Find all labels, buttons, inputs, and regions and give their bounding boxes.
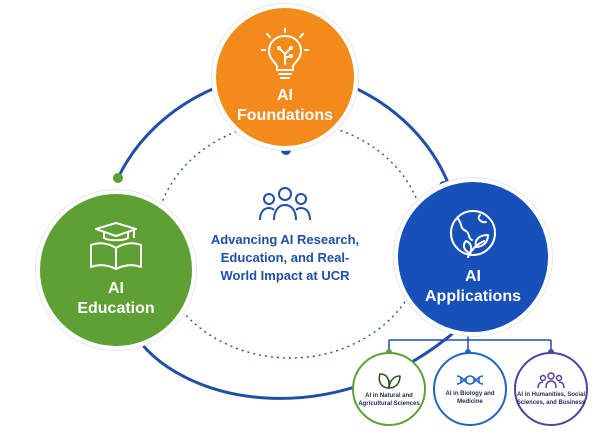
dna-icon xyxy=(456,375,484,385)
center-mission: Advancing AI Research, Education, and Re… xyxy=(205,186,365,285)
node-ai-foundations: AI Foundations xyxy=(212,4,358,150)
node-label-line2: Applications xyxy=(424,288,521,305)
people-group-icon xyxy=(259,187,311,221)
subnode-biology-medicine: AI in Biology and Medicine xyxy=(433,352,507,426)
node-label-line1: AI xyxy=(108,280,124,297)
people-group-icon xyxy=(537,372,565,389)
junction-dot xyxy=(113,173,123,183)
globe-leaf-icon xyxy=(450,210,496,258)
outer-ring-arc-bottom xyxy=(130,318,470,400)
lightbulb-circuit-icon xyxy=(261,28,309,79)
node-label-line1: AI xyxy=(465,268,481,285)
leaf-icon xyxy=(378,373,401,389)
center-title: Advancing AI Research, Education, and Re… xyxy=(210,232,360,283)
node-label-line2: Foundations xyxy=(237,107,333,124)
outer-ring-arc-top-left xyxy=(116,86,216,179)
outer-ring-arc-top-right xyxy=(354,86,450,184)
node-label-line1: AI xyxy=(277,87,293,104)
subnode-label: AI in Humanities, Social Sciences, and B… xyxy=(516,392,586,406)
node-label-line2: Education xyxy=(77,300,155,317)
subnode-humanities-social-business: AI in Humanities, Social Sciences, and B… xyxy=(514,352,588,426)
graduation-cap-book-icon xyxy=(90,222,142,270)
subnode-natural-agricultural: AI in Natural and Agricultural Sciences xyxy=(352,352,426,426)
node-ai-applications: AI Applications xyxy=(394,178,552,336)
node-ai-education: AI Education xyxy=(36,190,196,350)
subnode-label: AI in Natural and Agricultural Sciences xyxy=(358,393,420,407)
subnode-label: AI in Biology and Medicine xyxy=(445,391,495,405)
